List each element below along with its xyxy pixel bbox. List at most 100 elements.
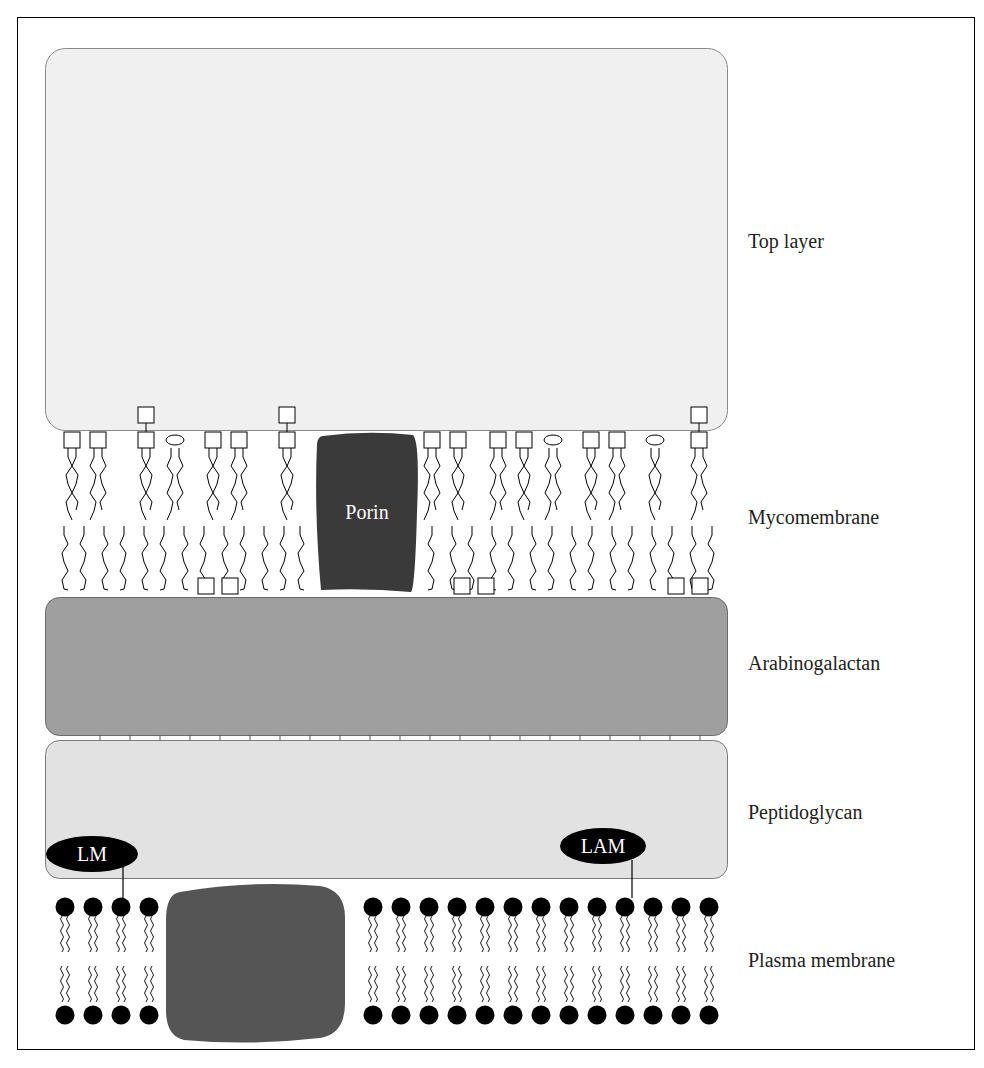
phospholipid-tail [431,916,434,952]
mycolic-acid-tail [160,526,166,590]
phospholipid-tail [565,916,568,952]
lipid-tail [609,448,615,520]
phospholipid-head [700,1006,719,1025]
phospholipid-tail [655,916,658,952]
phospholipid-tail [145,966,148,1002]
phospholipid-head [700,898,719,917]
porin-protein: Porin [315,432,419,592]
lipid-head [478,578,494,594]
membrane-protein [166,884,345,1043]
phospholipid-tail [123,966,126,1002]
phospholipid-tail [677,916,680,952]
head-link [287,423,288,432]
phospholipid-head [112,1006,131,1025]
phospholipid-head [476,1006,495,1025]
mycolic-acid-tail [428,526,434,590]
phospholipid-tail [593,916,596,952]
lipid-head [450,432,466,448]
phospholipid-tail [481,966,484,1002]
frame [18,18,975,1050]
plasma-membrane-lipids [56,898,719,1025]
mycolic-acid-tail [298,526,304,590]
mycolic-acid-tail [708,526,714,590]
phospholipid-tail [117,916,120,952]
phospholipid-tail [593,966,596,1002]
node-text: LM [77,844,107,864]
mycomembrane-lipids [62,407,714,594]
mycolic-acid-tail [588,526,594,590]
lipid-head [516,432,532,448]
mycolic-acid-tail [628,526,634,590]
phospholipid-tail [711,916,714,952]
phospholipid-tail [599,916,602,952]
lipid-tail [177,448,183,510]
phospholipid-head [616,898,635,917]
phospholipid-head [588,898,607,917]
phospholipid-tail [67,966,70,1002]
phospholipid-head [140,1006,159,1025]
phospholipid-tail [453,916,456,952]
phospholipid-head [476,898,495,917]
lipid-tail [452,448,458,520]
mycolic-acid-tail [570,526,576,590]
lm-ellipse: LM [46,836,138,872]
lipid-tail [213,448,219,510]
lipid-head [138,432,154,448]
phospholipid-tail [543,916,546,952]
phospholipid-tail [375,916,378,952]
phospholipid-tail [117,966,120,1002]
lipid-tail [66,448,72,520]
phospholipid-head [644,898,663,917]
phospholipid-tail [621,966,624,1002]
phospholipid-head [112,898,131,917]
porin-outline [316,433,418,592]
phospholipid-head [504,898,523,917]
phospholipid-head [364,898,383,917]
phospholipid-head [532,898,551,917]
phospholipid-tail [655,966,658,1002]
phospholipid-tail [369,916,372,952]
phospholipid-head [84,1006,103,1025]
mycolic-acid-tail [80,526,86,590]
phospholipid-tail [627,966,630,1002]
layer-label: Peptidoglycan [748,802,862,822]
phospholipid-tail [537,916,540,952]
phospholipid-tail [397,966,400,1002]
top-layer-band [46,49,728,431]
phospholipid-tail [61,966,64,1002]
mycolic-acid-tail [102,526,108,590]
lipid-head [583,432,599,448]
phospholipid-head [448,1006,467,1025]
lipid-tail [518,448,524,520]
phospholipid-tail [453,966,456,1002]
phospholipid-head [392,898,411,917]
phospholipid-head [420,898,439,917]
phospholipid-head [672,1006,691,1025]
phospholipid-tail [151,966,154,1002]
phospholipid-tail [515,916,518,952]
head-link [146,423,147,432]
phospholipid-head [672,898,691,917]
lipid-head [424,432,440,448]
lipid-tail [140,448,146,520]
phospholipid-head [560,898,579,917]
phospholipid-tail [683,916,686,952]
phospholipid-tail [509,916,512,952]
lipid-tail [655,448,661,510]
phospholipid-tail [459,916,462,952]
lipid-tail [545,448,551,520]
lipid-tail [167,448,173,520]
peptidoglycan-band [46,741,728,879]
phospholipid-tail [711,966,714,1002]
phospholipid-head [504,1006,523,1025]
mycolic-acid-tail [120,526,126,590]
ellipse [560,828,646,864]
mycolic-acid-tail [650,526,656,590]
phospholipid-tail [425,966,428,1002]
mycolic-acid-tail [610,526,616,590]
phospholipid-tail [515,966,518,1002]
lipid-tail [100,448,106,510]
phospholipid-tail [89,966,92,1002]
node-text: LAM [581,836,625,856]
